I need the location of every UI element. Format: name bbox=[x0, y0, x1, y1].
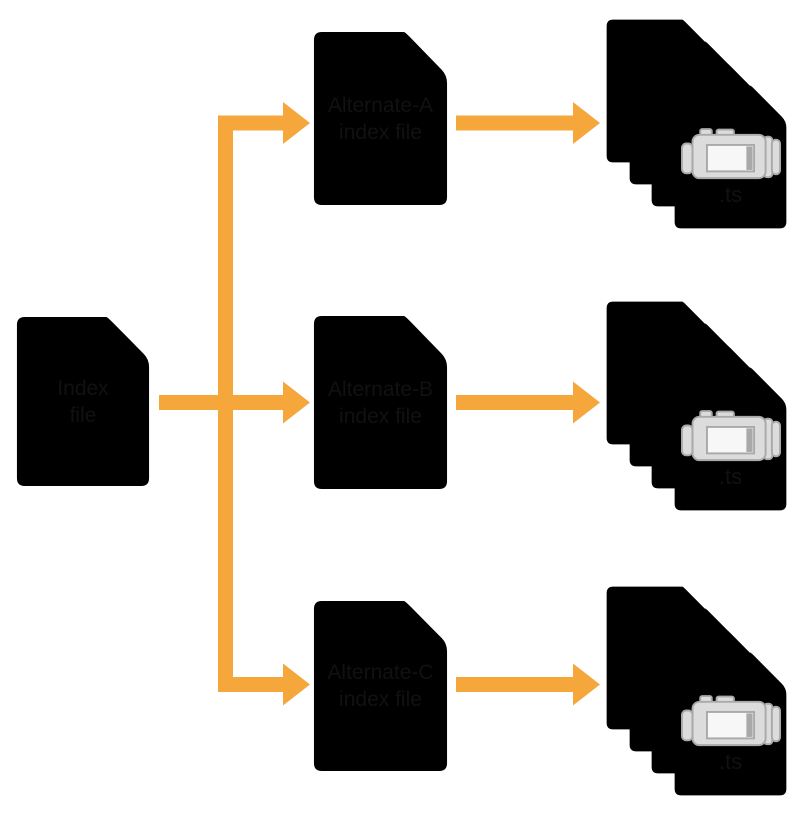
arrow-alternate-c-to-segments bbox=[456, 663, 600, 706]
arrow-trunk-to-alternate-a bbox=[218, 102, 310, 144]
index-file-label-line1: Index bbox=[57, 376, 109, 400]
alternate-a-label-line2: index file bbox=[339, 120, 422, 144]
segment-stack-b: .ts bbox=[605, 300, 788, 512]
alternate-a-label-line1: Alternate-A bbox=[327, 93, 434, 117]
video-camera-icon bbox=[681, 128, 781, 180]
arrow-trunk-vertical bbox=[218, 115, 233, 692]
alternate-b-label-line1: Alternate-B bbox=[327, 377, 434, 401]
alternate-a-doc: Alternate-A index file bbox=[312, 30, 449, 207]
ts-file-label: .ts bbox=[718, 749, 743, 774]
alternate-b-label-line2: index file bbox=[339, 404, 422, 428]
arrow-index-to-alternate-b bbox=[159, 381, 310, 424]
segment-file-front: .ts bbox=[673, 651, 788, 797]
video-camera-icon bbox=[681, 410, 781, 462]
arrow-trunk-to-alternate-c bbox=[218, 663, 310, 706]
segment-stack-c: .ts bbox=[605, 585, 788, 797]
alternate-c-label: Alternate-C index file bbox=[312, 599, 449, 773]
alternate-b-doc: Alternate-B index file bbox=[312, 314, 449, 491]
alternate-c-label-line2: index file bbox=[339, 688, 422, 711]
video-camera-icon bbox=[681, 695, 781, 747]
alternate-c-label-line1: Alternate-C bbox=[327, 661, 434, 684]
segment-file-front: .ts bbox=[673, 84, 788, 230]
ts-file-label: .ts bbox=[718, 182, 743, 207]
index-file-label: Index file bbox=[15, 315, 151, 488]
alternate-a-label: Alternate-A index file bbox=[312, 30, 449, 207]
segment-stack-a: .ts bbox=[605, 18, 788, 230]
index-file-label-line2: file bbox=[69, 403, 97, 427]
arrow-alternate-a-to-segments bbox=[456, 102, 600, 144]
segment-file-front: .ts bbox=[673, 366, 788, 512]
ts-file-label: .ts bbox=[718, 464, 743, 489]
arrow-alternate-b-to-segments bbox=[456, 381, 600, 424]
index-file-doc: Index file bbox=[15, 315, 151, 488]
alternate-c-doc: Alternate-C index file bbox=[312, 599, 449, 773]
alternate-b-label: Alternate-B index file bbox=[312, 314, 449, 491]
